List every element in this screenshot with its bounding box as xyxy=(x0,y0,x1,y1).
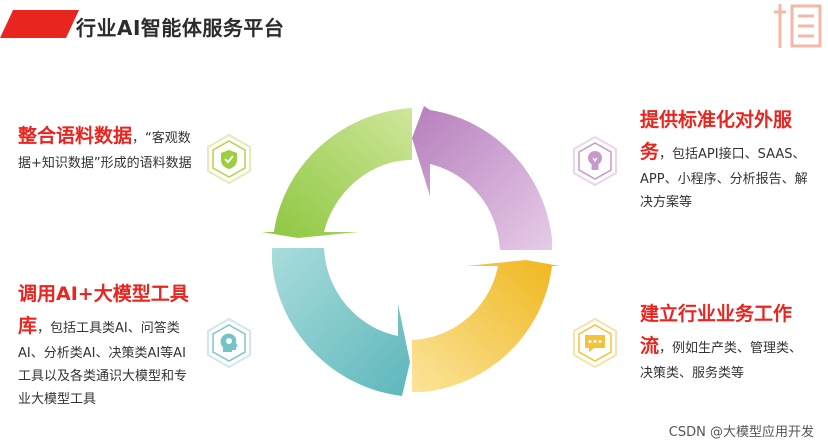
heading-ai-toolkit: 调用AI+大模型工具库 xyxy=(18,283,189,337)
arrow-yellow xyxy=(412,260,560,392)
arrow-green xyxy=(262,108,412,238)
desc-ai-toolkit: ，包括工具类AI、问答类AI、分析类AI、决策类AI等AI工具以及各类通识大模型… xyxy=(18,321,188,407)
lightbulb-head-icon xyxy=(207,318,251,368)
chat-bubble-icon xyxy=(573,318,617,368)
heading-workflow: 建立行业业务工作流 xyxy=(640,303,793,357)
desc-workflow: ，例如生产类、管理类、决策类、服务类等 xyxy=(640,341,803,381)
block-standard-services: 提供标准化对外服务，包括API接口、SAAS、APP、小程序、分析报告、解决方案… xyxy=(640,104,810,214)
block-integrate-corpus: 整合语料数据，“客观数据+知识数据”形成的语料数据 xyxy=(18,120,196,175)
desc-integrate-corpus: ，“客观数据+知识数据”形成的语料数据 xyxy=(18,131,192,171)
logo-seal-icon xyxy=(774,4,822,48)
block-ai-toolkit: 调用AI+大模型工具库，包括工具类AI、问答类AI、分析类AI、决策类AI等AI… xyxy=(18,278,198,411)
desc-standard-services: ，包括API接口、SAAS、APP、小程序、分析报告、解决方案等 xyxy=(640,147,808,210)
title-bar: 行业AI智能体服务平台 xyxy=(0,6,300,40)
shield-check-icon xyxy=(207,134,251,184)
heading-integrate-corpus: 整合语料数据 xyxy=(18,125,133,147)
lightbulb-icon xyxy=(573,136,617,186)
watermark: CSDN @大模型应用开发 xyxy=(668,425,814,440)
title-accent-bar xyxy=(0,10,80,38)
page-title: 行业AI智能体服务平台 xyxy=(76,16,285,40)
block-workflow: 建立行业业务工作流，例如生产类、管理类、决策类、服务类等 xyxy=(640,298,812,385)
arrow-teal xyxy=(272,248,410,396)
arrow-purple xyxy=(412,106,552,250)
cycle-diagram xyxy=(262,106,560,396)
heading-standard-services: 提供标准化对外服务 xyxy=(640,109,793,163)
